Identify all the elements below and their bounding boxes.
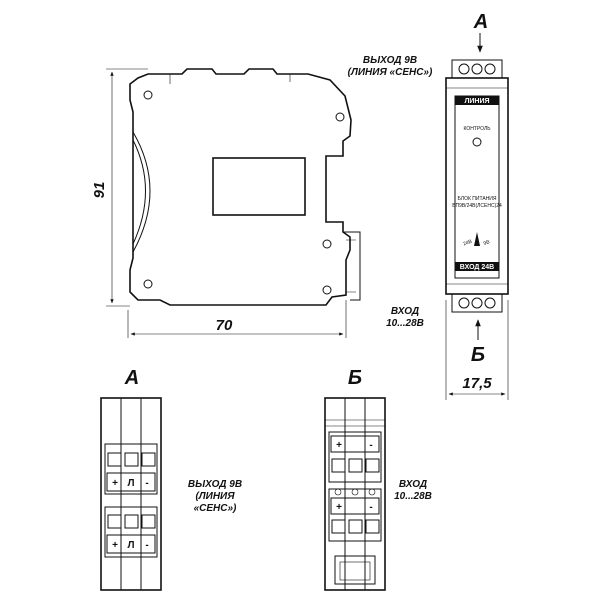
side-view-front-curve bbox=[132, 131, 151, 253]
top-label: ЛИНИЯ bbox=[464, 98, 489, 105]
bottom-label: ВХОД 24В bbox=[460, 264, 494, 271]
front-view: А ЛИНИЯ КОНТРОЛЬ БЛОК ПИТАНИЯ БП9В/24В(Л… bbox=[445, 11, 509, 400]
side-view-body bbox=[129, 68, 352, 306]
terminal-hole bbox=[334, 488, 342, 496]
din-clip bbox=[343, 231, 361, 301]
view-b-din-clip-inner bbox=[339, 561, 371, 581]
input-label-line2: 10...28В bbox=[386, 318, 424, 329]
output-label-line1: ВЫХОД 9В bbox=[363, 55, 417, 66]
terminal-label-strip bbox=[330, 435, 380, 453]
terminal-slot bbox=[331, 519, 346, 534]
terminal-slot bbox=[124, 452, 139, 467]
view-b-caption-line2: 10...28В bbox=[394, 491, 432, 502]
terminal-slot bbox=[348, 519, 363, 534]
view-a-body bbox=[100, 397, 162, 591]
output-label-line2: (ЛИНИЯ «СЕНС») bbox=[348, 67, 433, 78]
terminal-slot bbox=[107, 452, 122, 467]
arrow-b-label: Б bbox=[471, 344, 485, 366]
view-a: А + Л - + Л - ВЫХОД 9В (ЛИНИЯ «СЕНС») bbox=[100, 367, 242, 591]
terminal-slot bbox=[107, 514, 122, 529]
dim-height-label: 91 bbox=[91, 182, 108, 199]
screw-hole bbox=[143, 279, 153, 289]
terminal-detail bbox=[169, 74, 291, 84]
terminal-minus: - bbox=[369, 440, 372, 451]
view-b: Б + - + - ВХОД 10...28В bbox=[324, 367, 432, 591]
terminal-slot bbox=[365, 458, 380, 473]
terminal-screw bbox=[484, 63, 496, 75]
screw-hole bbox=[322, 239, 332, 249]
side-view: 91 70 ВЫХОД 9В (ЛИНИЯ «СЕНС») ВХОД 10...… bbox=[91, 55, 433, 338]
side-view-front-curve-inner bbox=[132, 139, 146, 245]
view-b-title: Б bbox=[348, 367, 362, 389]
led-indicator bbox=[472, 137, 482, 147]
bottom-label-bar bbox=[455, 262, 499, 271]
view-b-din-clip bbox=[334, 555, 376, 585]
terminal-hole bbox=[351, 488, 359, 496]
terminal-minus: - bbox=[369, 502, 372, 513]
control-label: КОНТРОЛЬ bbox=[463, 126, 491, 132]
screw-hole bbox=[335, 112, 345, 122]
terminal-minus: - bbox=[145, 540, 148, 551]
device-name-line2: БП9В/24В(ЛСЕНС)24 bbox=[452, 203, 502, 209]
terminal-plus: + bbox=[336, 502, 342, 513]
dim-width-label: 70 bbox=[216, 317, 233, 334]
terminal-minus: - bbox=[145, 478, 148, 489]
view-a-title: А bbox=[124, 367, 139, 389]
terminal-screw bbox=[458, 297, 470, 309]
front-panel bbox=[454, 95, 500, 279]
device-name-line1: БЛОК ПИТАНИЯ bbox=[458, 196, 497, 202]
view-b-body bbox=[324, 397, 386, 591]
terminal-label-strip bbox=[106, 472, 156, 492]
view-b-caption-line1: ВХОД bbox=[399, 479, 427, 490]
view-a-caption-line1: ВЫХОД 9В bbox=[188, 479, 242, 490]
terminal-plus: + bbox=[336, 440, 342, 451]
din-clip-detail bbox=[346, 239, 356, 293]
arrow-mark bbox=[474, 232, 480, 246]
terminal-plus: + bbox=[112, 478, 118, 489]
terminal-slot bbox=[141, 452, 156, 467]
terminal-line: Л bbox=[127, 540, 134, 551]
terminal-slot bbox=[365, 519, 380, 534]
view-a-terminal-1 bbox=[104, 443, 158, 495]
terminal-screw bbox=[471, 297, 483, 309]
terminal-slot bbox=[331, 458, 346, 473]
dim-front-width-label: 17,5 bbox=[462, 375, 492, 392]
view-b-terminal-1 bbox=[328, 431, 382, 483]
terminal-slot bbox=[124, 514, 139, 529]
terminal-plus: + bbox=[112, 540, 118, 551]
screw-hole bbox=[143, 90, 153, 100]
arrow-a-label: А bbox=[473, 11, 488, 33]
view-a-caption-line2: (ЛИНИЯ bbox=[195, 491, 235, 502]
terminal-screw bbox=[484, 297, 496, 309]
terminal-hole bbox=[368, 488, 376, 496]
view-a-terminal-2 bbox=[104, 506, 158, 558]
mark-right: 9В bbox=[483, 239, 491, 247]
terminal-slot bbox=[348, 458, 363, 473]
input-label-line1: ВХОД bbox=[391, 306, 419, 317]
terminal-slot bbox=[141, 514, 156, 529]
terminal-line: Л bbox=[127, 478, 134, 489]
top-label-bar bbox=[455, 96, 499, 105]
terminal-screw bbox=[471, 63, 483, 75]
terminal-label-strip bbox=[330, 497, 380, 515]
screw-hole bbox=[322, 285, 332, 295]
bottom-terminal-block bbox=[451, 293, 503, 313]
side-view-window bbox=[212, 157, 306, 216]
terminal-label-strip bbox=[106, 534, 156, 554]
terminal-screw bbox=[458, 63, 470, 75]
view-a-caption-line3: «СЕНС») bbox=[194, 503, 237, 514]
mark-left: 24В bbox=[462, 238, 473, 247]
